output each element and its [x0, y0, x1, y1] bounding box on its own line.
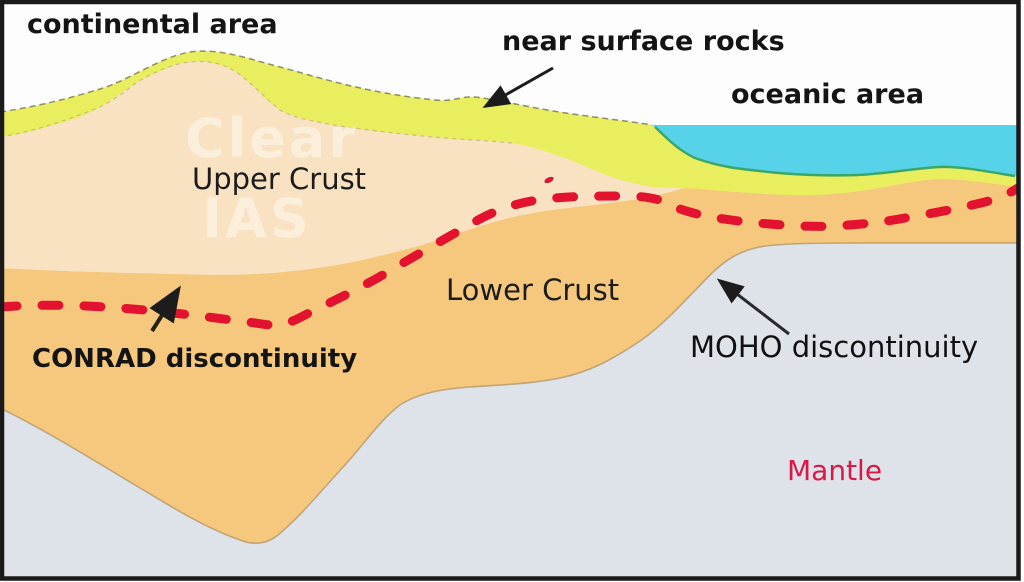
label-mantle: Mantle: [787, 454, 883, 487]
label-moho-discontinuity: MOHO discontinuity: [690, 330, 979, 364]
near-surface-rocks-arrow: [482, 66, 554, 108]
soil-base-outline: [4, 60, 513, 144]
near-surface-rocks-layer: [4, 51, 1017, 196]
label-oceanic-area: oceanic area: [731, 79, 925, 110]
label-upper-crust: Upper Crust: [192, 162, 367, 196]
seafloor-line: [654, 126, 1016, 178]
land-surface-outline: [4, 50, 653, 126]
conrad-arrow: [149, 285, 181, 333]
label-near-surface-rocks: near surface rocks: [502, 26, 785, 57]
moho-arrow: [716, 278, 790, 336]
label-lower-crust: Lower Crust: [446, 273, 620, 307]
red-speck: [544, 176, 554, 184]
label-continental-area: continental area: [27, 9, 278, 40]
mantle-region: [4, 243, 1017, 577]
label-conrad-discontinuity: CONRAD discontinuity: [32, 344, 358, 374]
lower-crust-region: [4, 177, 1017, 544]
ocean-region: [652, 125, 1017, 176]
moho-boundary-line: [4, 242, 1017, 545]
